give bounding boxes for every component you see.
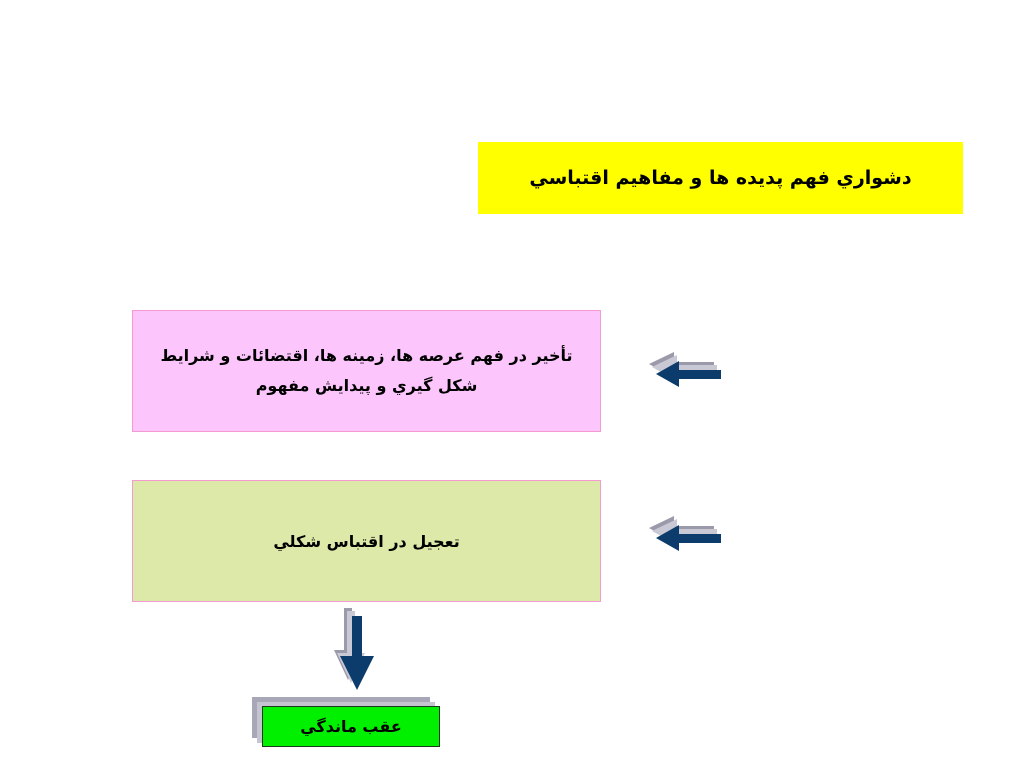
cause-1-line-2: شكل گيري و پيدايش مفهوم — [255, 376, 478, 395]
cause-box-1: تأخير در فهم عرصه ها، زمينه ها، اقتضائات… — [132, 310, 601, 432]
down-arrow-icon — [334, 608, 374, 690]
result-text: عقب ماندگي — [300, 717, 402, 736]
cause-box-2-text: تعجيل در اقتباس شكلي — [273, 531, 460, 551]
left-arrow-icon — [649, 516, 721, 551]
title-box: دشواري فهم پديده ها و مفاهيم اقتباسي — [478, 142, 963, 214]
title-text: دشواري فهم پديده ها و مفاهيم اقتباسي — [529, 167, 912, 189]
cause-1-line-1: تأخير در فهم عرصه ها، زمينه ها، اقتضائات… — [160, 346, 573, 365]
cause-box-1-text: تأخير در فهم عرصه ها، زمينه ها، اقتضائات… — [160, 341, 572, 401]
left-arrow-icon — [649, 352, 721, 387]
result-box: عقب ماندگي — [262, 706, 440, 747]
cause-box-2: تعجيل در اقتباس شكلي — [132, 480, 601, 602]
